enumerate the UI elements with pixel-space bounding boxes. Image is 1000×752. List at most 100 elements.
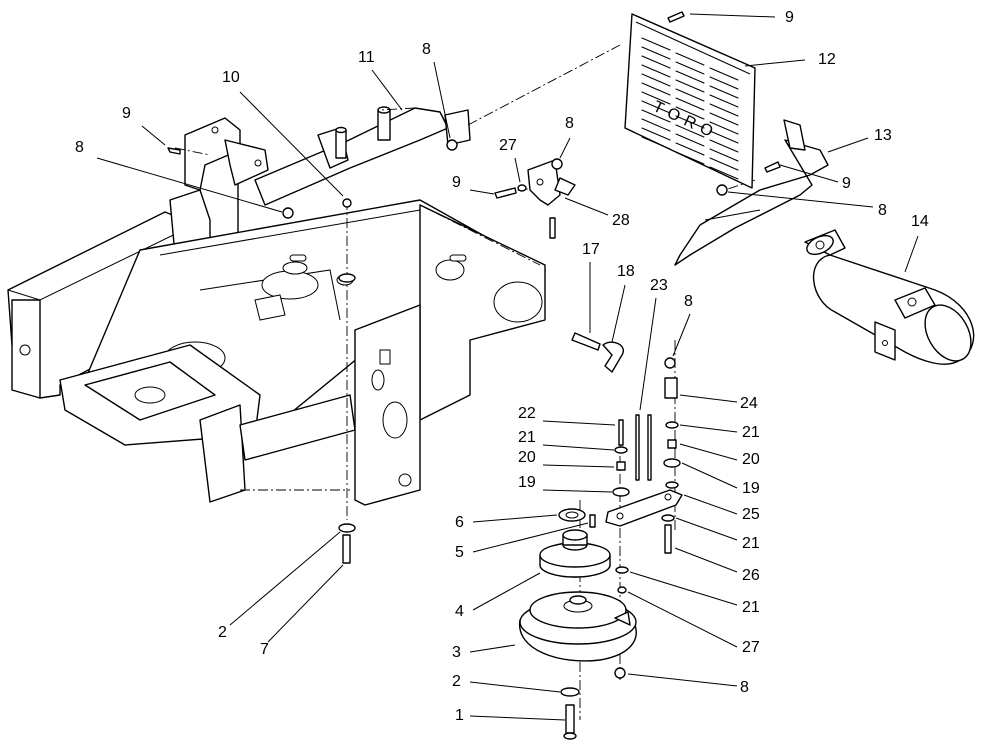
leader-line-27 <box>514 157 521 183</box>
grille-slot <box>641 37 671 51</box>
callout-label-2: 2 <box>218 624 227 641</box>
grille-slot <box>641 118 671 132</box>
callout-label-7: 7 <box>260 641 269 658</box>
callout-label-4: 4 <box>455 603 464 620</box>
callout-label-8: 8 <box>565 115 574 132</box>
leader-line-6 <box>472 514 558 523</box>
grille-slot <box>641 46 671 60</box>
callout-label-21: 21 <box>518 429 536 446</box>
leader-line-21 <box>629 571 738 606</box>
grille-slot <box>675 106 705 120</box>
callout-label-12: 12 <box>818 51 836 68</box>
callout-label-21: 21 <box>742 424 760 441</box>
leader-line-4 <box>472 572 541 611</box>
grille-slot <box>709 112 739 126</box>
grille-slot <box>641 91 671 105</box>
leader-line-9 <box>779 164 839 183</box>
callout-label-27: 27 <box>742 639 760 656</box>
leader-line-20 <box>679 443 738 461</box>
callout-label-9: 9 <box>842 175 851 192</box>
leader-line-19 <box>542 489 613 493</box>
grille-slot <box>675 97 705 111</box>
grille-slot <box>675 142 705 156</box>
grille-slot <box>709 94 739 108</box>
grille-slot <box>709 121 739 135</box>
callout-label-13: 13 <box>874 127 892 144</box>
leader-line-24 <box>679 394 738 403</box>
leader-line-8 <box>433 61 451 139</box>
rear-guard-frame <box>254 106 829 266</box>
muffler <box>804 229 975 365</box>
clutch-assembly <box>338 508 637 740</box>
leader-line-21 <box>542 444 615 451</box>
leader-line-10 <box>239 91 344 197</box>
callout-label-18: 18 <box>617 263 635 280</box>
callout-label-9: 9 <box>452 174 461 191</box>
grille-slot <box>709 148 739 162</box>
grille-slot <box>641 73 671 87</box>
grille-slot <box>709 67 739 81</box>
grille-slot <box>709 166 739 180</box>
callout-label-23: 23 <box>650 277 668 294</box>
grille-slot <box>641 64 671 78</box>
callout-label-28: 28 <box>612 212 630 229</box>
leader-line-8 <box>727 191 874 208</box>
leader-line-26 <box>674 547 738 573</box>
leader-line-8 <box>627 673 738 687</box>
callout-label-6: 6 <box>455 514 464 531</box>
callout-label-9: 9 <box>785 9 794 26</box>
callout-label-5: 5 <box>455 544 464 561</box>
grille-slot <box>641 127 671 141</box>
leader-line-12 <box>744 59 806 67</box>
grille-slot <box>641 136 671 150</box>
grille-slot <box>709 157 739 171</box>
leader-line-2 <box>469 681 561 693</box>
grille-slot <box>641 100 671 114</box>
leader-line-3 <box>469 644 516 653</box>
grille-slot <box>675 115 705 129</box>
leader-line-20 <box>542 464 615 468</box>
callout-label-25: 25 <box>742 506 760 523</box>
leader-line-9 <box>469 189 495 195</box>
callout-label-26: 26 <box>742 567 760 584</box>
callout-label-8: 8 <box>422 41 431 58</box>
grille-slot <box>641 82 671 96</box>
grille-slot <box>709 85 739 99</box>
grille-slot <box>675 70 705 84</box>
leader-line-8 <box>96 157 283 213</box>
leader-line-1 <box>469 715 566 721</box>
grille-slot <box>675 79 705 93</box>
callout-label-20: 20 <box>518 449 536 466</box>
grille-slot <box>709 130 739 144</box>
callout-label-24: 24 <box>740 395 758 412</box>
leader-line-22 <box>542 420 616 426</box>
leader-line-8 <box>559 137 571 159</box>
callout-label-8: 8 <box>878 202 887 219</box>
grille-slot <box>675 124 705 138</box>
leader-line-25 <box>683 494 738 515</box>
callout-label-8: 8 <box>684 293 693 310</box>
leader-line-7 <box>267 564 344 643</box>
grille-slot <box>641 55 671 69</box>
callout-label-9: 9 <box>122 105 131 122</box>
grille-slot <box>675 151 705 165</box>
main-frame <box>7 139 546 506</box>
leader-line-14 <box>904 235 919 273</box>
leader-line-11 <box>371 69 403 111</box>
grille-slot <box>709 139 739 153</box>
leader-line-28 <box>564 197 609 216</box>
callout-label-14: 14 <box>911 213 929 230</box>
leader-line-27 <box>627 591 738 648</box>
leader-line-9 <box>141 125 166 146</box>
callout-label-1: 1 <box>455 707 464 724</box>
callout-label-19: 19 <box>518 474 536 491</box>
leader-line-21 <box>675 517 738 541</box>
leader-line-19 <box>681 462 738 489</box>
callout-label-17: 17 <box>582 241 600 258</box>
grille-slot <box>709 103 739 117</box>
leader-line-5 <box>472 522 589 553</box>
callout-label-11: 11 <box>358 49 375 66</box>
callout-label-27: 27 <box>499 137 517 154</box>
